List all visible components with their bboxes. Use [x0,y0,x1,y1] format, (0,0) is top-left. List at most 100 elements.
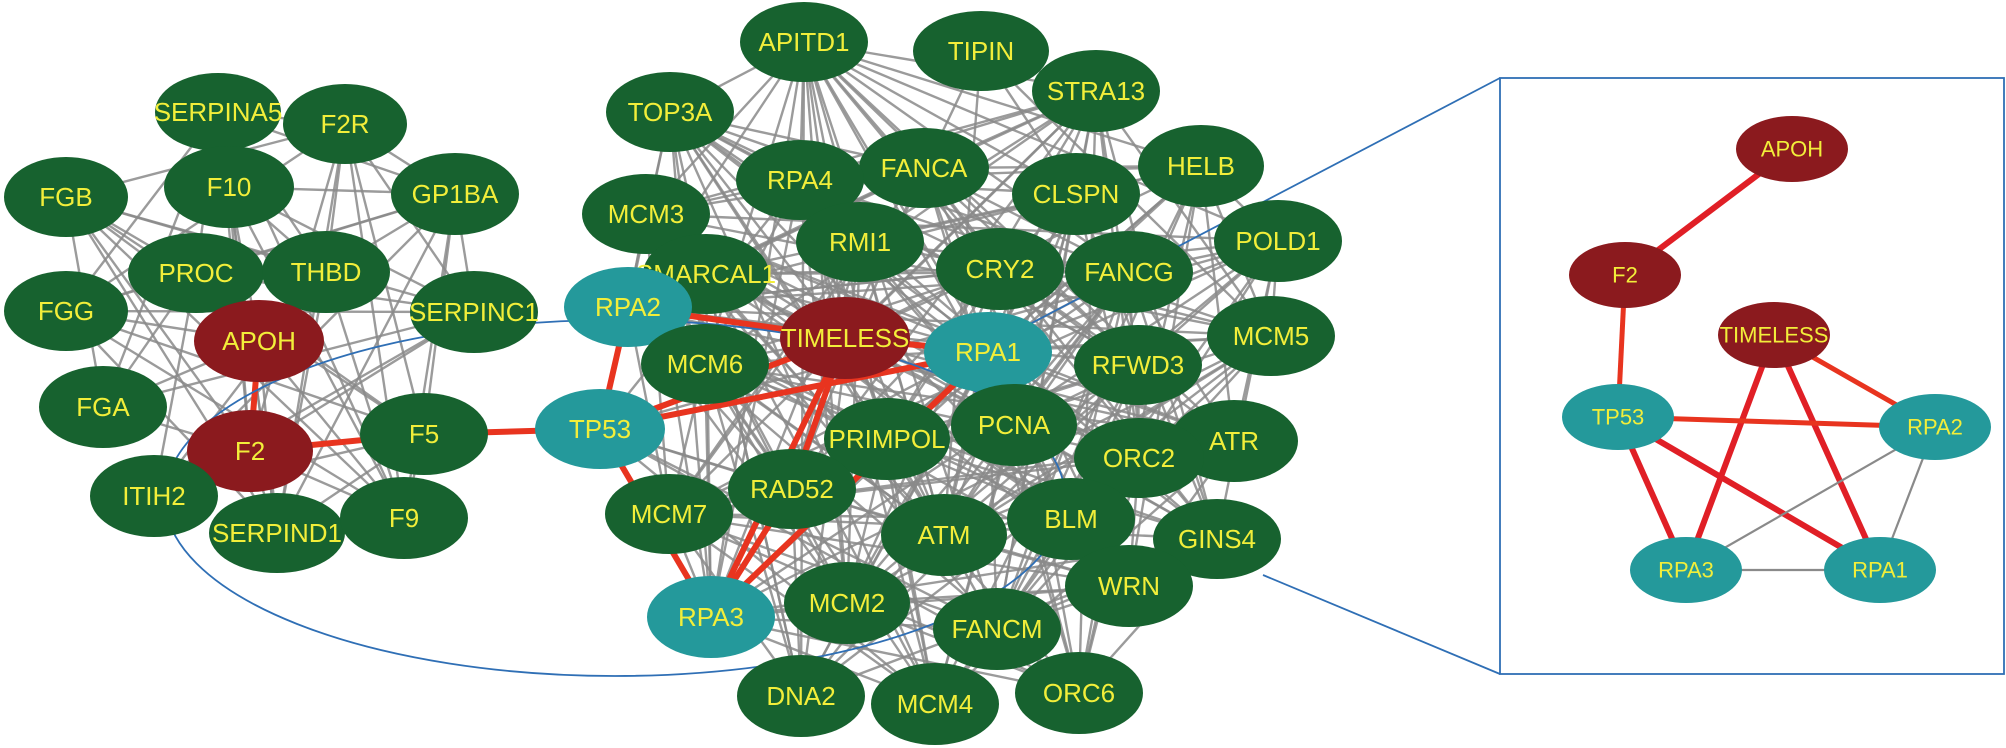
node-shape [1214,200,1342,282]
node-timeless[interactable]: TIMELESS [780,297,910,379]
node-shape [641,324,769,404]
node-label: PROC [158,258,233,288]
node-top3a[interactable]: TOP3A [606,72,734,152]
callout-line-bottom [1262,574,1501,675]
node-shape [1569,242,1681,308]
node-shape [780,297,910,379]
node-f5[interactable]: F5 [360,393,488,475]
node-rfwd3[interactable]: RFWD3 [1074,325,1202,405]
node-proc[interactable]: PROC [128,233,264,313]
node-gp1ba[interactable]: GP1BA [391,153,519,235]
node-fancm[interactable]: FANCM [933,588,1061,670]
node-shape [194,300,324,382]
node-wrn[interactable]: WRN [1065,545,1193,627]
node-shape [951,384,1077,466]
node-mcm4[interactable]: MCM4 [871,663,999,745]
node-rpa1[interactable]: RPA1 [924,312,1052,392]
node-label: TIMELESS [1720,323,1829,348]
node-label: TP53 [1592,405,1645,430]
edge [669,111,846,339]
node-fga[interactable]: FGA [39,366,167,448]
node-rpa3[interactable]: RPA3 [647,576,775,658]
node-label: SERPINC1 [409,297,539,327]
node-orc6[interactable]: ORC6 [1015,652,1143,734]
node-label: RPA3 [678,602,744,632]
node-label: RPA1 [955,337,1021,367]
node-tipin[interactable]: TIPIN [913,11,1049,91]
node-label: MCM7 [631,499,708,529]
node-atm[interactable]: ATM [881,494,1007,576]
node-f2[interactable]: F2 [187,410,313,492]
node-shape [4,271,128,351]
node-shape [128,233,264,313]
node-rpa1[interactable]: RPA1 [1824,537,1936,603]
node-label: RFWD3 [1092,350,1184,380]
node-f10[interactable]: F10 [164,146,294,228]
node-rpa2[interactable]: RPA2 [564,267,692,347]
node-clspn[interactable]: CLSPN [1012,153,1140,235]
node-fgg[interactable]: FGG [4,271,128,351]
node-fgb[interactable]: FGB [4,157,128,237]
node-label: MCM6 [667,349,744,379]
edge [645,212,1279,243]
node-fancg[interactable]: FANCG [1065,231,1193,313]
node-stra13[interactable]: STRA13 [1032,50,1160,132]
edge [65,310,278,534]
node-primpol[interactable]: PRIMPOL [824,398,950,480]
node-label: SERPIND1 [212,518,342,548]
node-cry2[interactable]: CRY2 [936,228,1064,310]
node-rad52[interactable]: RAD52 [728,449,856,529]
node-rpa3[interactable]: RPA3 [1630,537,1742,603]
node-mcm2[interactable]: MCM2 [784,562,910,644]
node-label: APOH [1761,137,1823,162]
node-shape [1012,153,1140,235]
node-serpina5[interactable]: SERPINA5 [154,73,283,151]
node-helb[interactable]: HELB [1138,125,1264,207]
node-thbd[interactable]: THBD [262,231,390,313]
node-shape [155,73,281,151]
edge [803,41,1139,366]
node-f2[interactable]: F2 [1569,242,1681,308]
node-mcm3[interactable]: MCM3 [582,174,710,254]
node-timeless[interactable]: TIMELESS [1718,302,1830,368]
node-rpa2[interactable]: RPA2 [1879,394,1991,460]
node-rmi1[interactable]: RMI1 [796,202,924,282]
node-pold1[interactable]: POLD1 [1214,200,1342,282]
node-label: RAD52 [750,474,834,504]
node-shape [647,576,775,658]
node-blm[interactable]: BLM [1007,478,1135,560]
node-apoh[interactable]: APOH [1736,116,1848,182]
node-shape [1007,478,1135,560]
node-shape [1824,537,1936,603]
node-f9[interactable]: F9 [340,477,468,559]
node-label: ATR [1209,426,1259,456]
node-mcm6[interactable]: MCM6 [641,324,769,404]
node-tp53[interactable]: TP53 [535,389,665,469]
node-label: MCM4 [897,689,974,719]
node-shape [784,562,910,644]
node-shape [1065,231,1193,313]
node-apoh[interactable]: APOH [194,300,324,382]
node-shape [881,494,1007,576]
node-f2r[interactable]: F2R [283,84,407,164]
node-label: PRIMPOL [828,424,945,454]
node-serpinc1[interactable]: SERPINC1 [409,271,539,353]
node-pcna[interactable]: PCNA [951,384,1077,466]
node-fanca[interactable]: FANCA [859,128,989,208]
node-label: RPA1 [1852,558,1908,583]
node-tp53[interactable]: TP53 [1562,384,1674,450]
node-serpind1[interactable]: SERPIND1 [209,493,345,573]
node-label: TOP3A [628,97,713,127]
node-label: TIPIN [948,36,1014,66]
node-gins4[interactable]: GINS4 [1153,499,1281,579]
node-mcm7[interactable]: MCM7 [605,474,733,554]
node-mcm5[interactable]: MCM5 [1207,296,1335,376]
node-dna2[interactable]: DNA2 [737,655,865,737]
node-itih2[interactable]: ITIH2 [90,455,218,537]
node-shape [1065,545,1193,627]
node-orc2[interactable]: ORC2 [1074,418,1204,498]
node-label: F2 [1612,263,1638,288]
node-apitd1[interactable]: APITD1 [740,2,868,82]
node-rpa4[interactable]: RPA4 [736,140,864,220]
node-label: FANCM [952,614,1043,644]
